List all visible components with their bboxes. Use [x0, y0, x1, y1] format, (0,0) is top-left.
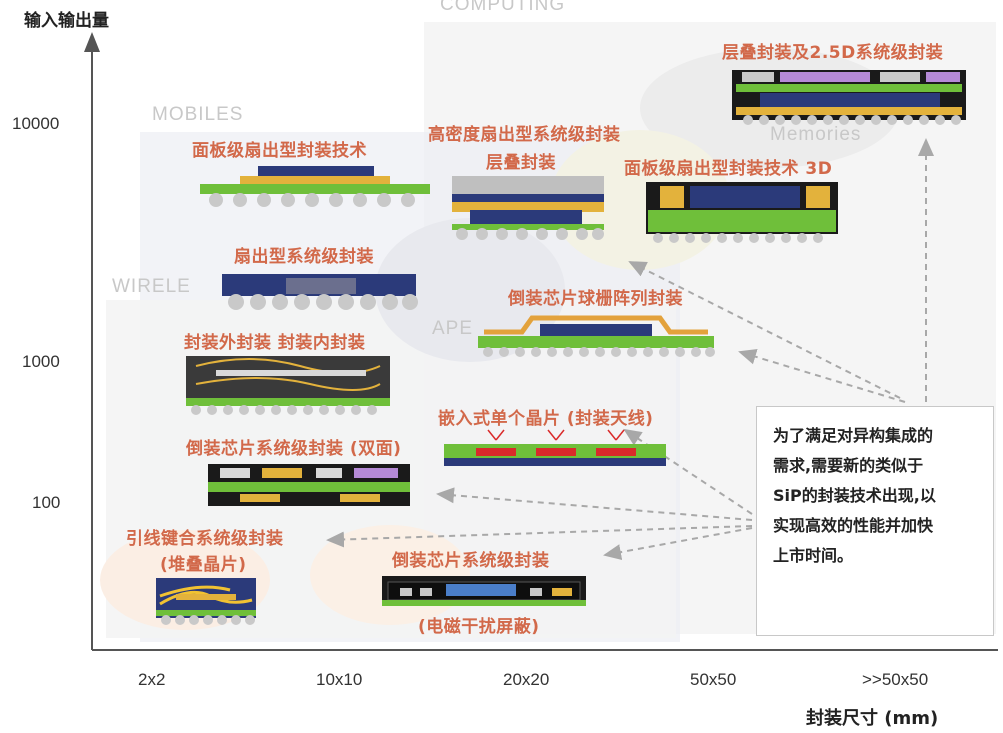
x-tick-gt-50x50: >>50x50	[862, 670, 929, 689]
label-panel-fanout-3d: 面板级扇出型封装技术 3D	[624, 159, 833, 179]
label-fc-sip-emi-line1: 倒装芯片系统级封装	[392, 551, 550, 571]
label-fc-bga: 倒装芯片球栅阵列封装	[508, 289, 683, 309]
label-pip-pop: 封装外封装 封装内封装	[184, 333, 366, 353]
label-fc-sip-emi-line2: (电磁干扰屏蔽)	[418, 617, 540, 637]
stacked-25d-illustration	[732, 70, 966, 125]
arrow-to-fc-sip-double	[436, 487, 753, 521]
note-text: 为了满足对异构集成的 需求,需要新的类似于 SiP的封装技术出现,以 实现高效的…	[773, 426, 936, 565]
fc-bga-illustration	[478, 315, 715, 357]
label-fc-sip-double: 倒装芯片系统级封装 (双面)	[186, 439, 402, 459]
label-wirebond-line2: (堆叠晶片)	[160, 555, 247, 575]
region-label-wireless: WIRELE	[112, 276, 191, 297]
label-fanout-sip: 扇出型系统级封装	[234, 247, 374, 267]
region-label-memories: Memories	[770, 124, 862, 145]
label-wirebond-line1: 引线键合系统级封装	[126, 529, 284, 549]
x-tick-10x10: 10x10	[316, 670, 363, 689]
wirebond-illustration	[156, 578, 256, 625]
fanout-sip-illustration	[222, 274, 418, 310]
label-embedded-die: 嵌入式单个晶片 (封装天线)	[438, 409, 654, 429]
label-hd-fanout-line1: 高密度扇出型系统级封装	[428, 125, 621, 145]
y-axis-title: 输入输出量	[24, 11, 109, 31]
label-hd-fanout-line2: 层叠封装	[486, 153, 556, 173]
note-box: 为了满足对异构集成的 需求,需要新的类似于 SiP的封装技术出现,以 实现高效的…	[756, 406, 994, 636]
fc-sip-double-illustration	[208, 464, 410, 506]
y-tick-10000: 10000	[12, 114, 60, 133]
embedded-die-illustration	[444, 429, 666, 466]
arrow-to-fc-sip-emi	[603, 527, 753, 560]
x-tick-20x20: 20x20	[503, 670, 550, 689]
y-tick-1000: 1000	[22, 352, 60, 371]
region-label-ape: APE	[432, 318, 474, 339]
region-label-computing: COMPUTING	[440, 0, 566, 15]
hd-fanout-illustration	[452, 176, 604, 240]
label-stacked-25d: 层叠封装及2.5D系统级封装	[722, 43, 944, 63]
panel-fanout-illustration	[200, 166, 430, 207]
panel-fanout-3d-illustration	[646, 182, 838, 243]
pip-pop-illustration	[186, 356, 390, 415]
x-tick-50x50: 50x50	[690, 670, 737, 689]
arrow-to-wirebond	[326, 525, 753, 548]
x-axis-title: 封装尺寸 (mm)	[806, 708, 939, 729]
y-tick-100: 100	[32, 493, 61, 512]
ape-blob	[375, 218, 565, 362]
arrow-to-fcbga	[738, 348, 906, 403]
x-tick-2x2: 2x2	[138, 670, 166, 689]
fc-sip-emi-illustration	[382, 576, 586, 606]
label-panel-fanout: 面板级扇出型封装技术	[192, 141, 367, 161]
region-label-mobiles: MOBILES	[152, 104, 244, 125]
